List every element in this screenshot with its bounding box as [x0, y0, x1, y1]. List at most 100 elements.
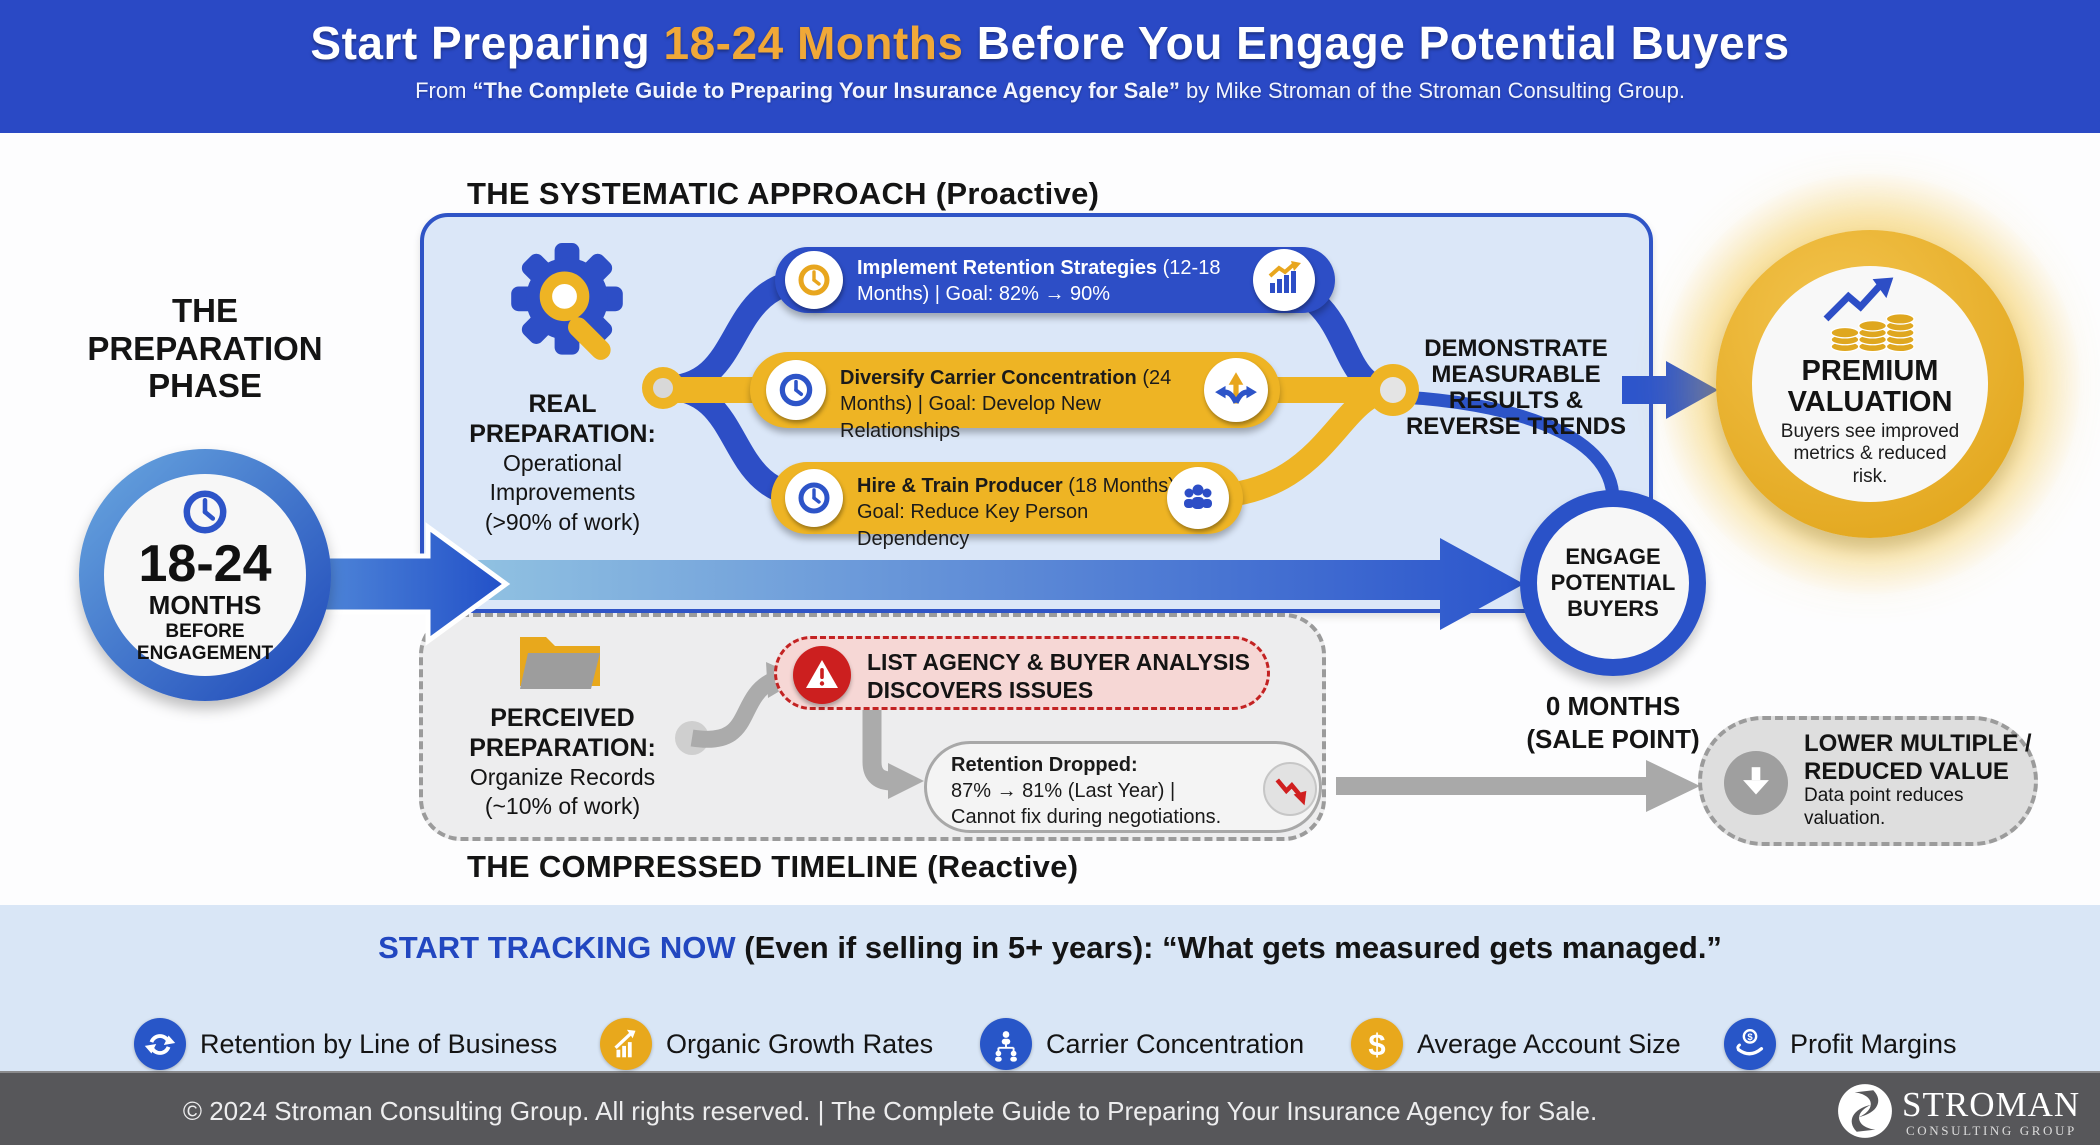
warning-icon — [793, 646, 851, 704]
title-post: Before You Engage Potential Buyers — [963, 17, 1790, 69]
people-group-icon — [1167, 467, 1229, 529]
header-banner: Start Preparing 18-24 Months Before You … — [0, 0, 2100, 133]
metric-label: Organic Growth Rates — [666, 1028, 934, 1059]
preparation-phase-title: THE PREPARATION PHASE — [30, 292, 380, 405]
systematic-approach-heading: THE SYSTEMATIC APPROACH (Proactive) — [467, 176, 1100, 211]
preparation-circle-inner: 18-24 MONTHS BEFORE ENGAGEMENT — [104, 474, 306, 676]
metric-label: Average Account Size — [1417, 1028, 1681, 1059]
pill-text: Implement Retention Strategies (12-18 Mo… — [857, 255, 1223, 308]
perceived-preparation-label: PERCEIVED PREPARATION: Organize Records … — [440, 704, 685, 822]
alert-line2: DISCOVERS ISSUES — [867, 677, 1094, 704]
connector-to-engage — [1399, 390, 1620, 501]
months-unit: MONTHS — [148, 589, 262, 620]
subtitle-book-title: “The Complete Guide to Preparing Your In… — [472, 78, 1180, 103]
sale-point-line1: 0 MONTHS — [1545, 691, 1681, 721]
engage-buyers-circle: ENGAGE POTENTIAL BUYERS — [1520, 490, 1706, 676]
branch-node-left-center — [653, 378, 673, 398]
real-prep-line1: Operational — [503, 450, 622, 476]
prep-title-line2: PREPARATION — [87, 329, 323, 367]
footer-bar: © 2024 Stroman Consulting Group. All rig… — [0, 1071, 2100, 1145]
branch-node-right-center — [1380, 377, 1406, 403]
metric-carrier: Carrier Concentration — [980, 1018, 1304, 1070]
pill-text: Diversify Carrier Concentration (24 Mont… — [840, 365, 1202, 444]
engage-line2: POTENTIAL — [1550, 570, 1676, 596]
retention-text: Retention Dropped: 87% → 81% (Last Year)… — [951, 752, 1221, 830]
clock-icon — [785, 251, 843, 309]
pill3-title: Hire & Train Producer — [857, 475, 1063, 497]
tracking-headline: START TRACKING NOW (Even if selling in 5… — [0, 930, 2100, 966]
growth-chart-icon — [600, 1018, 652, 1070]
retention-dropped-box: Retention Dropped: 87% → 81% (Last Year)… — [924, 741, 1322, 833]
metric-profit: $ Profit Margins — [1724, 1018, 1957, 1070]
real-prep-title2: PREPARATION: — [469, 419, 656, 448]
premium-desc2: metrics & reduced — [1793, 443, 1947, 465]
premium-desc3: risk. — [1852, 465, 1888, 487]
bar-chart-up-icon — [1253, 249, 1315, 311]
clock-icon — [785, 469, 843, 527]
hand-coin-icon: $ — [1724, 1018, 1776, 1070]
retention-line3: Cannot fix during negotiations. — [951, 806, 1222, 828]
perceived-line2: (~10% of work) — [484, 793, 641, 820]
outcome-desc1: Data point reduces — [1804, 785, 1964, 807]
premium-circle-inner: PREMIUM VALUATION Buyers see improved me… — [1752, 266, 1988, 502]
tracking-headline-highlight: START TRACKING NOW — [378, 930, 736, 965]
premium-valuation-circle: PREMIUM VALUATION Buyers see improved me… — [1716, 230, 2024, 538]
alert-line1: LIST AGENCY & BUYER ANALYSIS — [867, 649, 1250, 675]
org-hierarchy-icon — [980, 1018, 1032, 1070]
timeline-band-arrow — [450, 538, 1524, 630]
tracking-headline-rest: (Even if selling in 5+ years): “What get… — [735, 930, 1722, 965]
footer-logo-sub: CONSULTING GROUP — [1906, 1123, 2077, 1138]
subtitle-pre: From — [415, 78, 473, 103]
sale-point-label: 0 MONTHS (SALE POINT) — [1493, 690, 1733, 755]
sale-point-line2: (SALE POINT) — [1526, 723, 1700, 754]
results-arrow — [1622, 361, 1718, 419]
metric-label: Retention by Line of Business — [200, 1028, 558, 1059]
premium-desc1: Buyers see improved — [1780, 420, 1960, 442]
preparation-arrow — [315, 522, 511, 646]
pill1-title: Implement Retention Strategies — [857, 257, 1158, 279]
down-arrow-icon — [1724, 751, 1788, 815]
pill-text: Hire & Train Producer (18 Months) | Goal… — [857, 473, 1187, 552]
strategy-pill-carriers: Diversify Carrier Concentration (24 Mont… — [750, 352, 1280, 442]
clock-icon — [179, 486, 231, 538]
pill2-detail: (24 Months) | Goal: Develop New Relation… — [840, 367, 1172, 442]
strategy-pill-producer: Hire & Train Producer (18 Months) | Goal… — [771, 462, 1243, 550]
prep-title-line3: PHASE — [148, 367, 262, 405]
demonstrate-line4: REVERSE TRENDS — [1405, 412, 1627, 440]
retention-line2: 87% → 81% (Last Year) | — [951, 780, 1176, 802]
alert-text: LIST AGENCY & BUYER ANALYSIS DISCOVERS I… — [867, 648, 1250, 704]
dollar-icon: $ — [1351, 1018, 1403, 1070]
elbow-arrowhead — [888, 763, 924, 799]
metric-label: Profit Margins — [1790, 1028, 1957, 1059]
pill3-detail: (18 Months) | Goal: Reduce Key Person De… — [857, 475, 1186, 550]
strategy-pill-retention: Implement Retention Strategies (12-18 Mo… — [775, 247, 1335, 313]
title-pre: Start Preparing — [310, 17, 664, 69]
outcome-title2: REDUCED VALUE — [1804, 757, 2009, 785]
real-prep-line3: (>90% of work) — [484, 508, 641, 535]
stroman-logo-icon — [1836, 1082, 1894, 1140]
coins-growth-icon — [1811, 274, 1929, 356]
demonstrate-line1: DEMONSTRATE — [1424, 335, 1608, 362]
real-prep-line2: Improvements — [489, 479, 636, 506]
lower-value-box: LOWER MULTIPLE / REDUCED VALUE Data poin… — [1698, 716, 2038, 846]
retention-title: Retention Dropped: — [951, 754, 1138, 776]
perceived-line1: Organize Records — [469, 764, 656, 790]
outcome-title1: LOWER MULTIPLE / — [1804, 730, 2032, 757]
subtitle-post: by Mike Stroman of the Stroman Consultin… — [1179, 78, 1685, 103]
issues-alert-box: LIST AGENCY & BUYER ANALYSIS DISCOVERS I… — [774, 636, 1270, 710]
perceived-title2: PREPARATION: — [469, 733, 656, 762]
svg-text:$: $ — [1747, 1032, 1753, 1043]
gear-magnifier-icon — [505, 243, 629, 377]
metric-label: Carrier Concentration — [1046, 1028, 1305, 1059]
before-label: BEFORE — [165, 620, 245, 642]
real-preparation-label: REAL PREPARATION: Operational Improvemen… — [440, 390, 685, 537]
folder-icon — [514, 627, 606, 695]
engagement-label: ENGAGEMENT — [136, 642, 274, 664]
refresh-cycle-icon — [134, 1018, 186, 1070]
compressed-timeline-heading: THE COMPRESSED TIMELINE (Reactive) — [467, 849, 1079, 884]
demonstrate-results-label: DEMONSTRATE MEASURABLE RESULTS & REVERSE… — [1398, 336, 1634, 440]
prep-title-line1: THE — [172, 292, 238, 329]
perceived-title1: PERCEIVED — [490, 704, 635, 732]
real-prep-title1: REAL — [528, 390, 597, 418]
